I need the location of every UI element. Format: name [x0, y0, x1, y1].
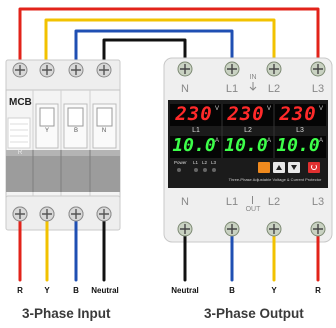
input-wire-label-neutral: Neutral [91, 286, 119, 295]
bottom-terminal-l2: L2 [267, 196, 281, 208]
protector-top-screws [177, 61, 326, 77]
toggle-mark-n: N [101, 128, 107, 134]
toggle-mark-b: B [73, 128, 78, 134]
voltage-reading-l1: 230 [175, 103, 213, 125]
top-terminal-l1: L1 [226, 83, 238, 95]
up-arrow-icon [276, 165, 282, 170]
phase-label-l2: L2 [244, 127, 252, 134]
output-title: 3-Phase Output [204, 306, 304, 321]
down-arrow-out-icon [252, 196, 253, 204]
voltage-current-protector: N L1 L2 L3 IN [163, 57, 333, 243]
indicator-led-l3 [212, 168, 216, 172]
voltage-reading-l2: 230 [227, 103, 265, 125]
down-arrow-icon [291, 165, 297, 170]
current-reading-l3: 10.0 [276, 135, 320, 156]
yellow-wire-top [44, 18, 276, 80]
phase-label-l1: L1 [192, 127, 200, 134]
out-label: OUT [245, 206, 261, 213]
protector-bottom-screws [177, 221, 326, 237]
voltage-unit-2: V [267, 106, 272, 112]
in-label: IN [250, 74, 257, 81]
indicator-label-l2: L2 [202, 160, 208, 165]
current-reading-l1: 10.0 [172, 135, 216, 156]
toggle-b[interactable] [67, 107, 84, 127]
input-wire-label-y: Y [44, 286, 50, 295]
mcb-breaker [5, 59, 121, 231]
indicator-label-l1: L1 [193, 160, 199, 165]
mcb-bottom-screws-front [12, 206, 112, 222]
toggle-y[interactable] [39, 107, 55, 127]
bottom-terminal-n: N [181, 196, 189, 208]
input-wire-label-r: R [17, 286, 23, 295]
down-button[interactable] [288, 162, 300, 173]
voltage-reading-l3: 230 [279, 103, 317, 125]
blue-wire-top [74, 29, 234, 80]
current-unit-3: A [319, 138, 324, 144]
indicator-led-l1 [194, 168, 198, 172]
input-wire-label-b: B [73, 286, 79, 295]
indicator-label-l3: L3 [211, 160, 217, 165]
phase-label-l3: L3 [296, 127, 304, 134]
toggle-n[interactable] [96, 107, 113, 127]
current-unit-1: A [215, 138, 220, 144]
up-button[interactable] [273, 162, 285, 173]
output-wire-label-neutral: Neutral [171, 286, 199, 295]
mcb-brand: MCB [9, 97, 32, 108]
bottom-wires [18, 220, 320, 282]
current-unit-2: A [267, 138, 272, 144]
output-wire-label-y: Y [271, 286, 277, 295]
voltage-unit-3: V [319, 106, 324, 112]
product-name: Three-Phase Adjustable Voltage & Current… [228, 177, 322, 182]
indicator-label-power: Power [174, 160, 187, 165]
toggle-mark-r: R [17, 150, 23, 156]
indicator-led-l2 [203, 168, 207, 172]
power-button[interactable] [308, 162, 320, 173]
current-reading-l2: 10.0 [224, 135, 268, 156]
red-wire-top [18, 7, 320, 80]
bottom-terminal-l1: L1 [225, 196, 239, 208]
input-title: 3-Phase Input [22, 306, 111, 321]
power-icon [311, 164, 317, 170]
output-wire-label-b: B [229, 286, 235, 295]
top-terminal-l3: L3 [312, 83, 324, 95]
in-arrow-icon [249, 82, 257, 91]
indicator-led-power [177, 168, 181, 172]
voltage-unit-1: V [215, 106, 220, 112]
top-terminal-l2: L2 [268, 83, 280, 95]
set-button[interactable] [258, 162, 270, 173]
top-terminal-n: N [181, 83, 189, 95]
mcb-top-screws [12, 62, 112, 78]
output-wire-label-r: R [315, 286, 321, 295]
toggle-mark-y: Y [44, 128, 49, 134]
bottom-terminal-l3: L3 [311, 196, 325, 208]
